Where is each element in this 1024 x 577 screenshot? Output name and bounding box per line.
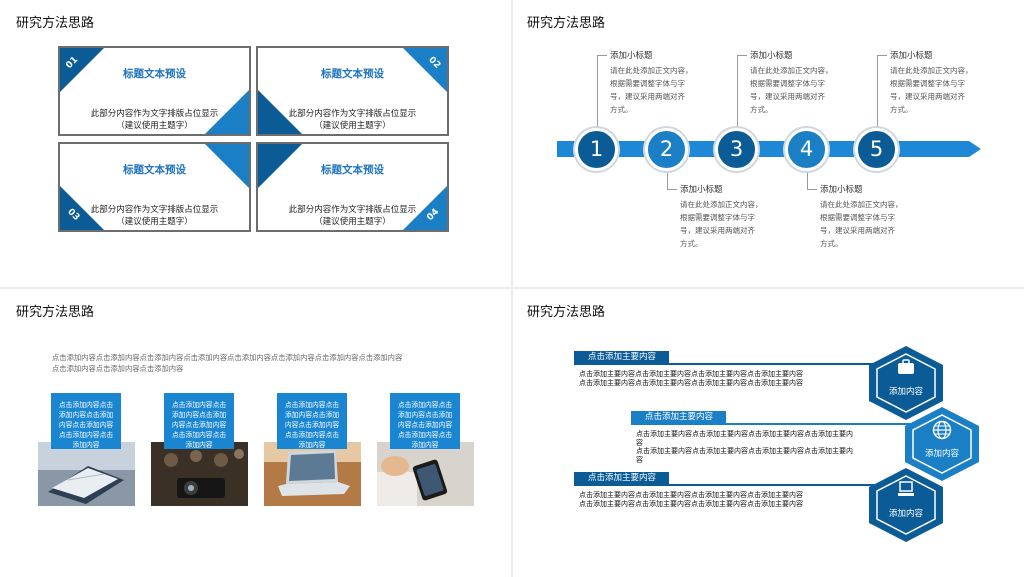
corner-triangle	[60, 48, 104, 92]
note-body: 请在此处添加正文内容，根据需要调整字体与字号，建议采用两端对齐方式。	[750, 66, 833, 114]
hexagon-2[interactable]	[903, 406, 981, 482]
monitor-icon	[898, 481, 914, 496]
slide-title: 研究方法思路	[16, 16, 95, 31]
note-heading: 添加小标题	[750, 51, 793, 61]
corner-triangle	[205, 90, 249, 134]
corner-triangle	[60, 186, 104, 230]
hexagon-1[interactable]	[867, 345, 945, 421]
card-title: 标题文本预设	[321, 68, 384, 80]
notebook-photo	[38, 442, 135, 506]
corner-triangle	[403, 186, 447, 230]
slide-title: 研究方法思路	[16, 305, 95, 320]
slide-2[interactable]: 研究方法思路 1 2 3 4 5 添加小标题 请在此处添加正文内容，根据需要调整…	[513, 0, 1024, 287]
card-body: 此部分内容作为文字排版占位显示（建议使用主题字）	[288, 205, 417, 227]
slide-title: 研究方法思路	[527, 16, 606, 31]
laptop-photo	[264, 442, 361, 506]
divider-line	[631, 423, 911, 425]
step-circle-3[interactable]: 3	[715, 128, 758, 171]
card-body: 此部分内容作为文字排版占位显示（建议使用主题字）	[90, 205, 219, 227]
hexagon-label: 添加内容	[888, 387, 923, 397]
connector-line	[877, 55, 878, 129]
note-heading: 添加小标题	[680, 185, 723, 195]
connector-line	[597, 55, 598, 129]
step-circle-2[interactable]: 2	[645, 128, 688, 171]
hexagon-label: 添加内容	[924, 449, 959, 459]
content-tag-1[interactable]: 点击添加内容点击添加内容点击添加内容点击添加内容点击添加内容点击添加内容	[51, 393, 121, 449]
connector-line	[807, 170, 808, 190]
arrow-head	[969, 141, 981, 157]
content-text: 点击添加主要内容点击添加主要内容点击添加主要内容点击添加主要内容点击添加主要内容…	[636, 430, 853, 464]
note-body: 请在此处添加正文内容，根据需要调整字体与字号，建议采用两端对齐方式。	[680, 200, 763, 248]
slide-title: 研究方法思路	[527, 305, 606, 320]
connector-line	[807, 189, 817, 190]
hexagon-3[interactable]	[867, 467, 945, 543]
content-text: 点击添加主要内容点击添加主要内容点击添加主要内容点击添加主要内容点击添加主要内容…	[579, 370, 803, 387]
step-circle-1[interactable]: 1	[575, 128, 618, 171]
divider-line	[574, 363, 874, 365]
card-title: 标题文本预设	[123, 164, 186, 176]
slide-1[interactable]: 研究方法思路 01 标题文本预设 此部分内容作为文字排版占位显示（建议使用主题字…	[0, 0, 511, 287]
note-body: 请在此处添加正文内容，根据需要调整字体与字号，建议采用两端对齐方式。	[890, 66, 973, 114]
content-text: 点击添加主要内容点击添加主要内容点击添加主要内容点击添加主要内容点击添加主要内容…	[579, 491, 803, 508]
card-03[interactable]: 03 标题文本预设 此部分内容作为文字排版占位显示（建议使用主题字）	[58, 142, 251, 232]
content-tag-4[interactable]: 点击添加内容点击添加内容点击添加内容点击添加内容点击添加内容点击添加内容	[390, 393, 460, 449]
step-circle-4[interactable]: 4	[785, 128, 828, 171]
card-02[interactable]: 02 标题文本预设 此部分内容作为文字排版占位显示（建议使用主题字）	[256, 46, 449, 136]
corner-triangle	[258, 90, 302, 134]
slide-4[interactable]: 研究方法思路 点击添加主要内容 点击添加主要内容点击添加主要内容点击添加主要内容…	[513, 289, 1024, 577]
card-title: 标题文本预设	[321, 164, 384, 176]
content-tag-3[interactable]: 点击添加内容点击添加内容点击添加内容点击添加内容点击添加内容点击添加内容	[277, 393, 347, 449]
connector-line	[877, 55, 887, 56]
connector-line	[737, 55, 738, 129]
step-circle-5[interactable]: 5	[855, 128, 898, 171]
connector-line	[667, 170, 668, 190]
phone-photo	[377, 442, 474, 506]
content-label-1[interactable]: 点击添加主要内容	[574, 351, 669, 364]
projector-photo	[151, 442, 248, 506]
card-title: 标题文本预设	[123, 68, 186, 80]
divider-line	[574, 484, 874, 486]
card-04[interactable]: 04 标题文本预设 此部分内容作为文字排版占位显示（建议使用主题字）	[256, 142, 449, 232]
hexagon-label: 添加内容	[888, 509, 923, 519]
card-body: 此部分内容作为文字排版占位显示（建议使用主题字）	[90, 109, 219, 131]
briefcase-icon	[898, 359, 914, 374]
note-heading: 添加小标题	[820, 185, 863, 195]
note-body: 请在此处添加正文内容，根据需要调整字体与字号，建议采用两端对齐方式。	[820, 200, 903, 248]
connector-line	[597, 55, 607, 56]
note-heading: 添加小标题	[610, 51, 653, 61]
connector-line	[667, 189, 677, 190]
corner-triangle	[258, 144, 302, 188]
card-body: 此部分内容作为文字排版占位显示（建议使用主题字）	[288, 109, 417, 131]
globe-icon	[932, 420, 952, 440]
intro-text: 点击添加内容点击添加内容点击添加内容点击添加内容点击添加内容点击添加内容点击添加…	[52, 353, 403, 373]
content-label-3[interactable]: 点击添加主要内容	[574, 472, 669, 485]
content-label-2[interactable]: 点击添加主要内容	[631, 411, 726, 424]
corner-triangle	[403, 48, 447, 92]
timeline-arrow	[557, 141, 969, 157]
slide-3[interactable]: 研究方法思路 点击添加内容点击添加内容点击添加内容点击添加内容点击添加内容点击添…	[0, 289, 511, 577]
note-heading: 添加小标题	[890, 51, 933, 61]
content-tag-2[interactable]: 点击添加内容点击添加内容点击添加内容点击添加内容点击添加内容点击添加内容	[164, 393, 234, 449]
note-body: 请在此处添加正文内容，根据需要调整字体与字号，建议采用两端对齐方式。	[610, 66, 693, 114]
connector-line	[737, 55, 747, 56]
corner-triangle	[205, 144, 249, 188]
card-01[interactable]: 01 标题文本预设 此部分内容作为文字排版占位显示（建议使用主题字）	[58, 46, 251, 136]
